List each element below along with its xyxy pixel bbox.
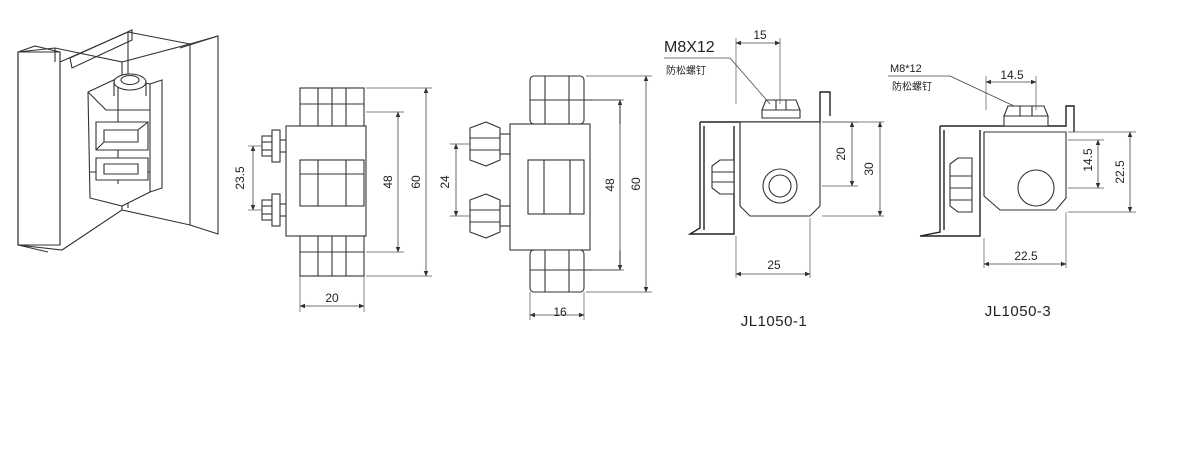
jl3-screw-side <box>949 157 973 213</box>
jl1-dim-h1: 20 <box>834 147 848 161</box>
isometric-view <box>17 29 219 253</box>
side-dim-height: 60 <box>629 177 643 191</box>
jl3-dim-top: 14.5 <box>1000 68 1024 82</box>
iso-panel-left <box>17 51 61 246</box>
jl3-dim-h2: 22.5 <box>1113 160 1127 184</box>
jl3-title: JL1050-3 <box>985 303 1052 320</box>
side-screw-bottom <box>469 193 511 239</box>
jl1-dim-bottom: 25 <box>767 258 781 272</box>
jl1050-3-view: 14.5 14.5 22.5 22.5 M8*12 防松螺钉 JL1050-3 <box>888 63 1136 320</box>
front-screw-bottom <box>261 193 286 227</box>
side-dim-width: 16 <box>553 305 567 319</box>
jl1-screw-side <box>711 159 735 195</box>
front-dim-inner: 48 <box>381 175 395 189</box>
jl1-dim-h2: 30 <box>862 162 876 176</box>
jl1-screw-top <box>761 99 801 119</box>
front-dim-height: 60 <box>409 175 423 189</box>
front-screw-top <box>261 129 286 163</box>
side-view: 24 48 60 16 <box>438 75 652 320</box>
side-dim-pitch: 24 <box>438 175 452 189</box>
front-view: 23.5 48 60 20 <box>233 87 432 312</box>
jl1-dim-top: 15 <box>753 28 767 42</box>
jl3-callout-spec: M8*12 <box>890 63 922 75</box>
jl3-callout-name: 防松螺钉 <box>892 80 932 93</box>
jl3-screw-top <box>1003 105 1049 127</box>
front-dim-pitch: 23.5 <box>233 166 247 190</box>
jl1-callout-spec: M8X12 <box>664 39 715 56</box>
jl3-dim-h1: 14.5 <box>1081 148 1095 172</box>
front-dim-width: 20 <box>325 291 339 305</box>
side-dim-inner: 48 <box>603 178 617 192</box>
jl1050-1-view: 15 20 30 25 M8X12 防松螺钉 JL1050-1 <box>664 28 884 330</box>
jl1-title: JL1050-1 <box>741 313 808 330</box>
jl3-dim-bottom: 22.5 <box>1014 249 1038 263</box>
side-screw-top <box>469 121 511 167</box>
jl1-callout-name: 防松螺钉 <box>666 64 706 77</box>
